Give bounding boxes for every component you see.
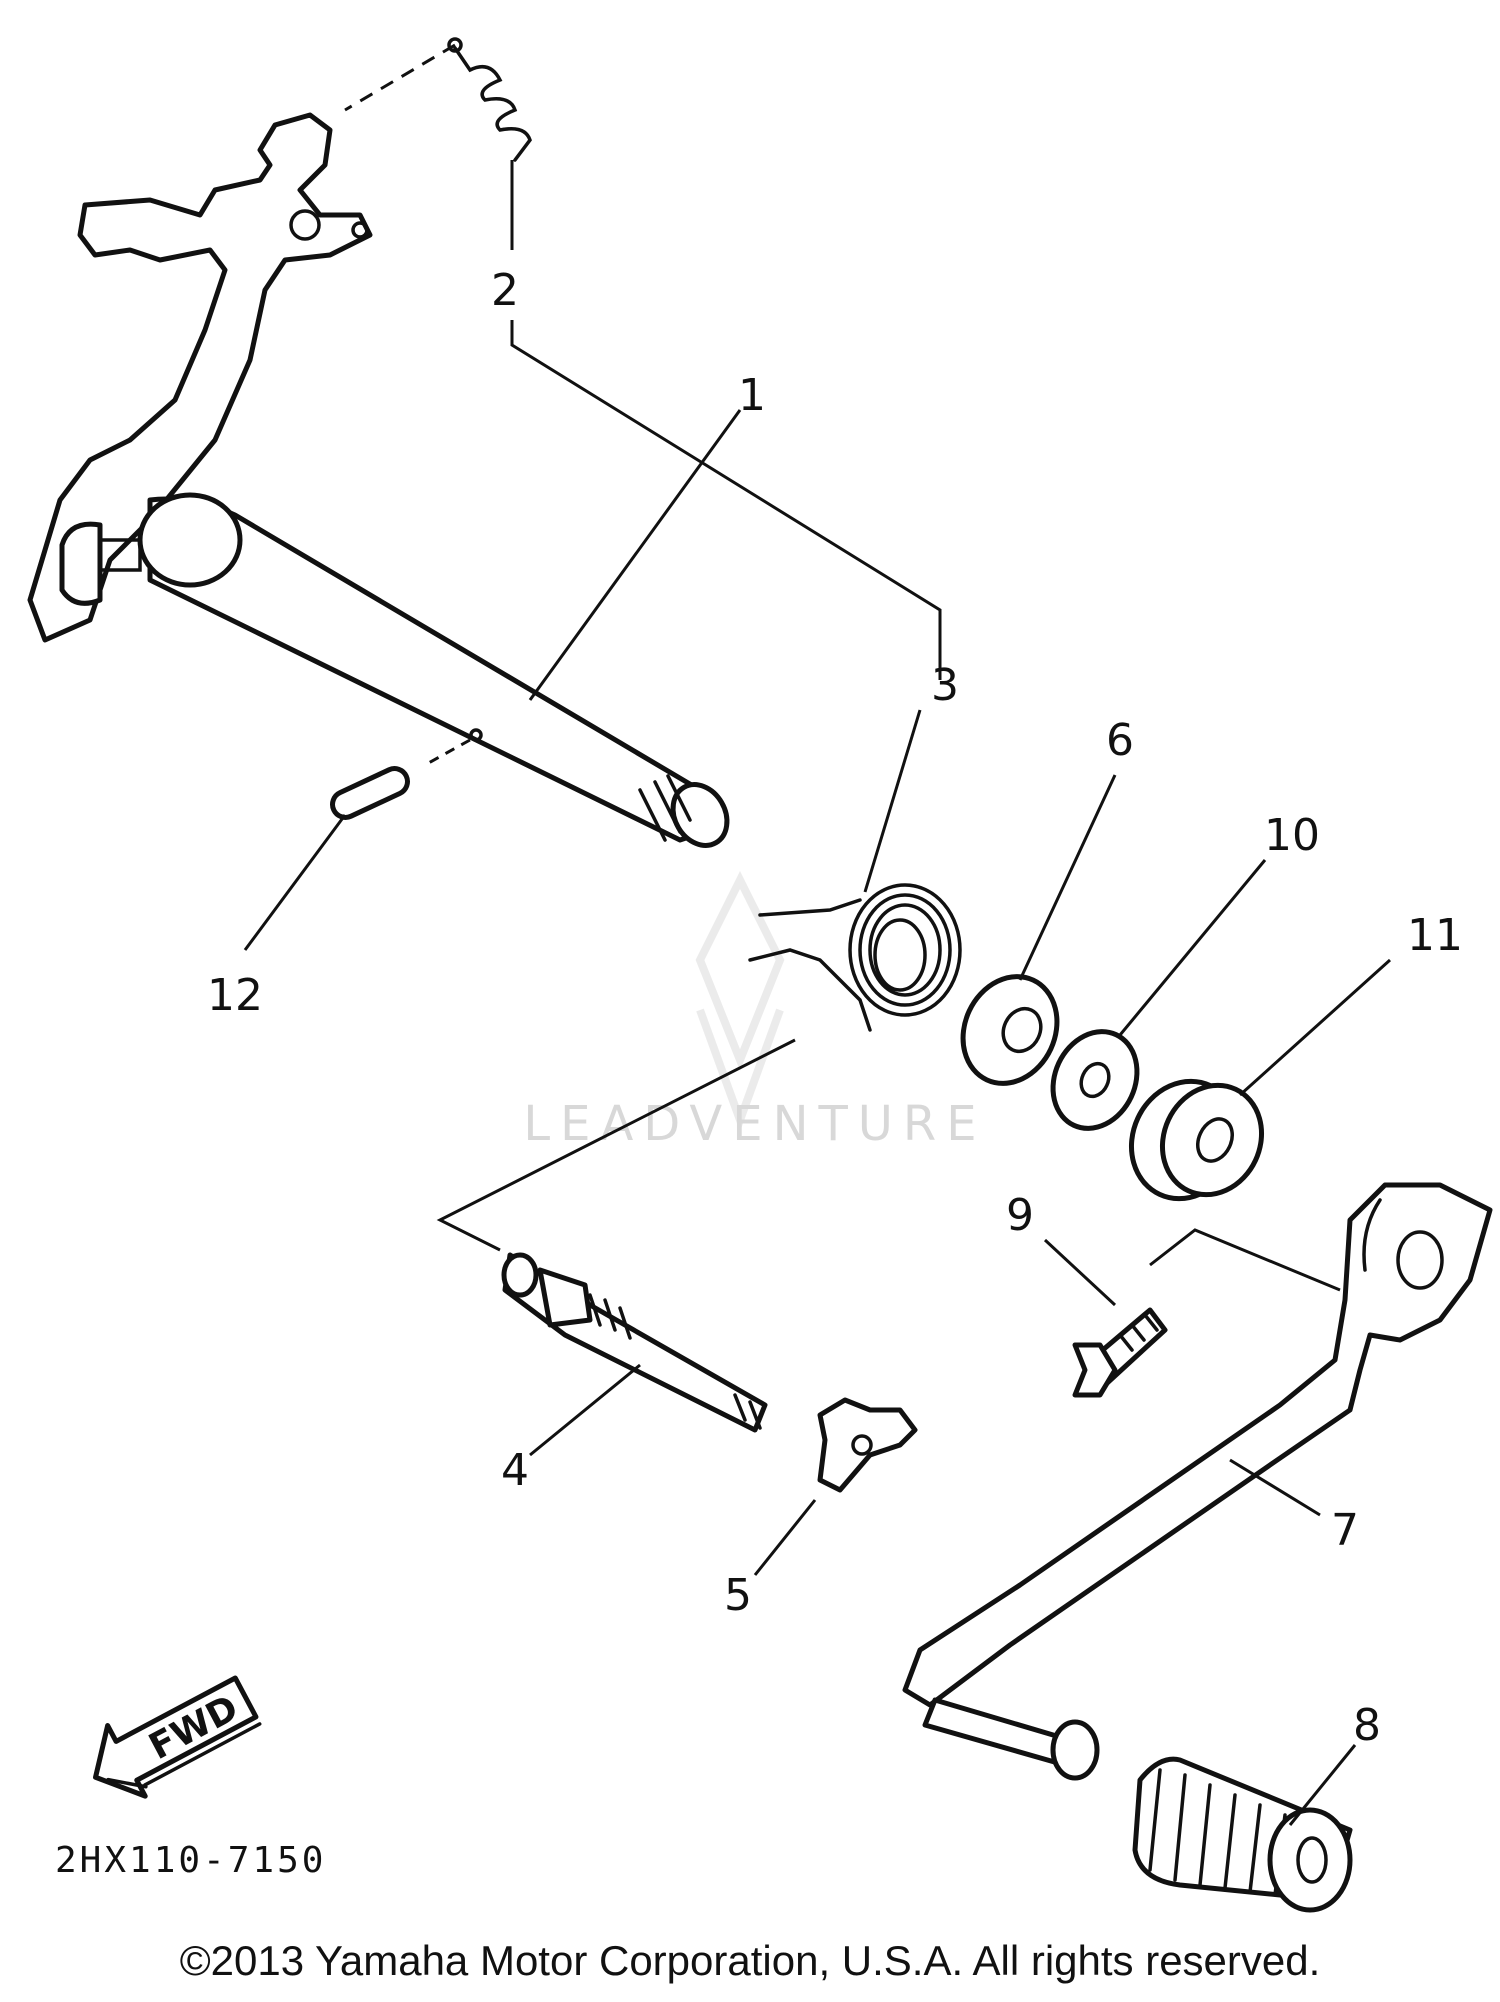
callout-1: 1 xyxy=(738,370,766,421)
part-3-torsion-spring xyxy=(748,709,962,1032)
part-4-stopper-bolt xyxy=(436,1038,796,1457)
fwd-arrow: FWD xyxy=(93,1675,262,1799)
callout-labels: 1 2 3 4 5 6 7 8 9 10 11 12 xyxy=(207,265,1463,1751)
callout-9: 9 xyxy=(1006,1190,1034,1241)
callout-12: 12 xyxy=(207,970,263,1021)
watermark: LEADVENTURE xyxy=(523,871,986,1152)
part-5-lock-plate xyxy=(753,1397,918,1576)
callout-10: 10 xyxy=(1264,810,1320,861)
copyright-text: ©2013 Yamaha Motor Corporation, U.S.A. A… xyxy=(180,1937,1321,1984)
callout-4: 4 xyxy=(501,1445,529,1496)
part-9-bolt xyxy=(1043,1228,1341,1398)
callout-7: 7 xyxy=(1331,1505,1359,1556)
part-10-washer xyxy=(1050,859,1267,1131)
part-1-shift-shaft xyxy=(27,112,730,848)
callout-2: 2 xyxy=(491,265,519,316)
drawing-code: 2HX110-7150 xyxy=(55,1840,326,1881)
watermark-text: LEADVENTURE xyxy=(523,1096,986,1152)
callout-5: 5 xyxy=(724,1570,752,1621)
callout-11: 11 xyxy=(1407,910,1463,961)
watermark-logo-icon xyxy=(695,871,785,1132)
part-12-pin xyxy=(243,728,483,951)
leader-2 xyxy=(510,320,942,680)
callout-6: 6 xyxy=(1106,715,1134,766)
part-11-bushing xyxy=(1128,958,1392,1202)
leader-1 xyxy=(528,409,742,701)
part-7-shift-pedal xyxy=(902,1182,1493,1781)
callout-8: 8 xyxy=(1353,1700,1381,1751)
part-8-pedal-rubber xyxy=(1132,1744,1357,1913)
part-6-oil-seal xyxy=(960,774,1117,1086)
part-2-spring xyxy=(344,37,532,250)
callout-3: 3 xyxy=(931,660,959,711)
